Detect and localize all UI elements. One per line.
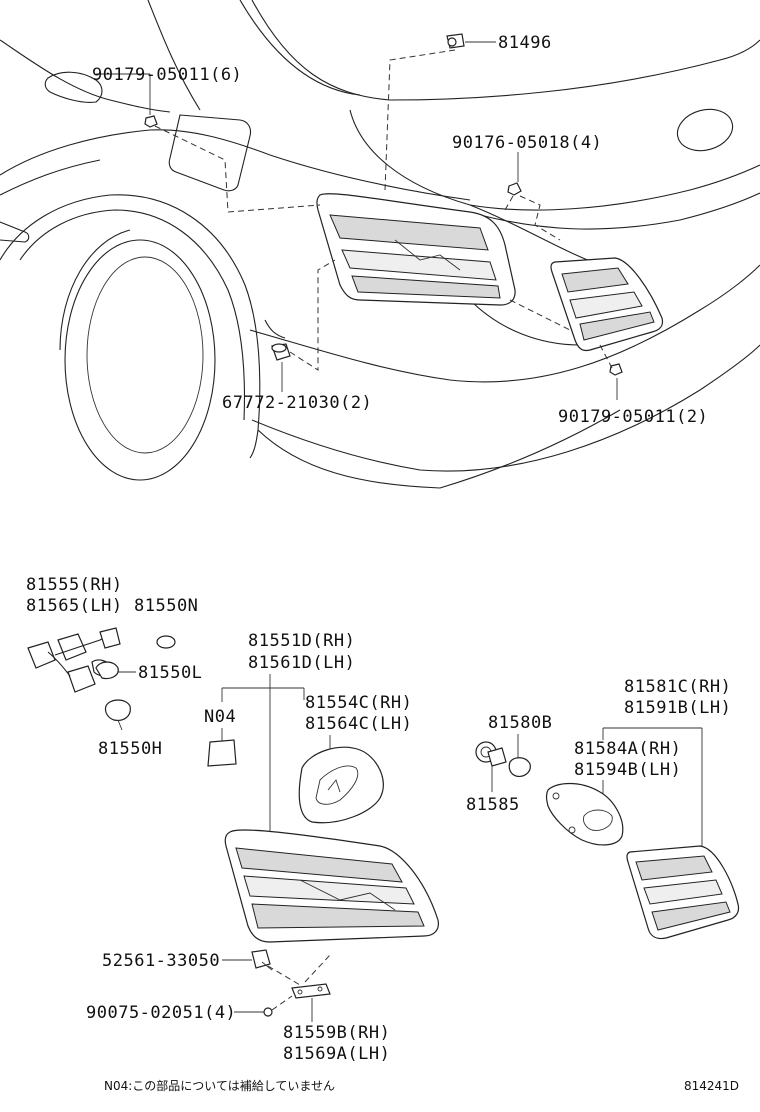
figure-id: 814241D	[684, 1079, 739, 1093]
bulb-81550N	[156, 635, 176, 649]
label-81591B: 81591B(LH)	[624, 698, 731, 718]
label-81585: 81585	[466, 795, 520, 815]
label-81550H: 81550H	[98, 739, 162, 759]
label-81581C: 81581C(RH)	[624, 677, 731, 697]
bulb-81550H	[104, 699, 131, 731]
clip-81496	[446, 33, 465, 49]
label-67772: 67772-21030(2)	[222, 393, 372, 413]
leader-lines-top	[96, 41, 618, 400]
label-81551D: 81551D(RH)	[248, 631, 355, 651]
inner-lamp-81581C	[626, 845, 740, 940]
footnote-text: N04:この部品については補給していません	[104, 1078, 335, 1093]
label-81580B: 81580B	[488, 713, 552, 733]
nut-90176	[507, 182, 522, 196]
bolt-67772	[271, 343, 291, 361]
inner-lamp-installed	[550, 257, 664, 352]
leader-81551D	[221, 674, 305, 840]
label-81564C: 81564C(LH)	[305, 714, 412, 734]
outer-tail-lamp-installed	[316, 193, 516, 306]
socket-81585	[475, 741, 507, 767]
label-90179-six: 90179-05011(6)	[92, 65, 242, 85]
nut-90179-left	[144, 115, 158, 128]
outer-tail-lamp-81551D	[224, 829, 439, 943]
label-90176: 90176-05018(4)	[452, 133, 602, 153]
gasket-81584A	[545, 782, 624, 846]
socket-wire-81555	[27, 627, 121, 693]
label-81584A: 81584A(RH)	[574, 739, 681, 759]
label-81550L: 81550L	[138, 663, 202, 683]
gasket-81554C	[298, 746, 384, 824]
screw-90075	[263, 995, 293, 1017]
vehicle-rear-outline	[0, 0, 760, 489]
bulb-81580B	[508, 757, 531, 777]
label-81554C: 81554C(RH)	[305, 693, 412, 713]
leader-52561-dash	[267, 965, 301, 986]
clip-52561	[251, 949, 273, 971]
bracket-81559B	[291, 983, 331, 999]
label-N04: N04	[204, 707, 236, 727]
label-81561D: 81561D(LH)	[248, 653, 355, 673]
label-81559B: 81559B(RH)	[283, 1023, 390, 1043]
label-90179-two: 90179-05011(2)	[558, 407, 708, 427]
label-81496: 81496	[498, 33, 552, 53]
leader-lamp-dash	[304, 954, 331, 983]
label-plate-N04	[207, 739, 237, 767]
label-81555: 81555(RH)	[26, 575, 123, 595]
label-52561: 52561-33050	[102, 951, 220, 971]
label-90075: 90075-02051(4)	[86, 1003, 236, 1023]
label-81569A: 81569A(LH)	[283, 1044, 390, 1064]
label-81550N: 81550N	[134, 596, 198, 616]
label-81594B: 81594B(LH)	[574, 760, 681, 780]
label-81565: 81565(LH)	[26, 596, 123, 616]
bulb-81550L	[95, 661, 119, 680]
nut-90179-right	[609, 363, 623, 376]
